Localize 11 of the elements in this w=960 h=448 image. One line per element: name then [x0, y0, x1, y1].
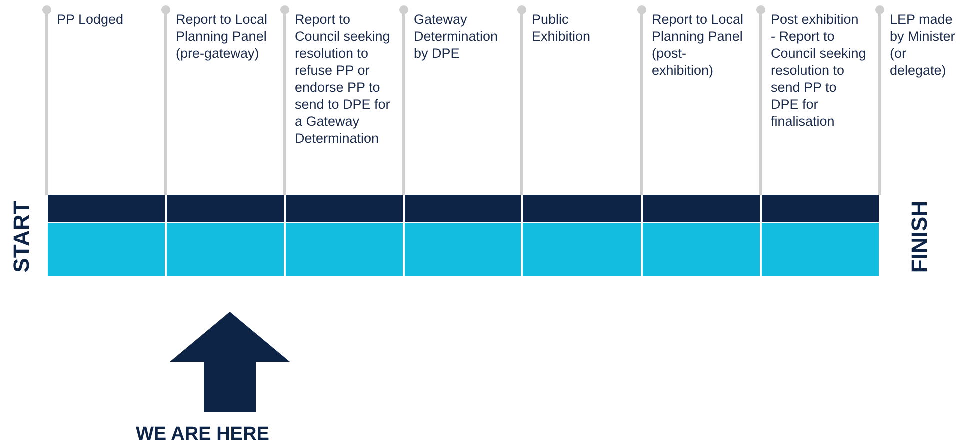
stage-label: LEP made by Minister (or delegate) [890, 11, 956, 79]
status-caption: WE ARE HERE [136, 424, 270, 446]
stage-label: Report to Local Planning Panel (pre-gateway) [176, 11, 269, 62]
stage-label: Public Exhibition [532, 11, 592, 45]
stage-label: Report to Local Planning Panel (post-exhibition) [652, 11, 745, 79]
stage-label: Post exhibition - Report to Council seeking resolution to send PP to DPE for finalisation [771, 11, 867, 130]
stage-label: PP Lodged [57, 11, 125, 28]
stage-label: Gateway Determination by DPE [414, 11, 500, 62]
timeline-end-label: START [8, 201, 35, 273]
timeline-end-label: FINISH [907, 200, 934, 274]
stage-label: Report to Council seeking resolution to refuse PP or endorse PP to send to DPE for a Gateway Determination [295, 11, 391, 147]
